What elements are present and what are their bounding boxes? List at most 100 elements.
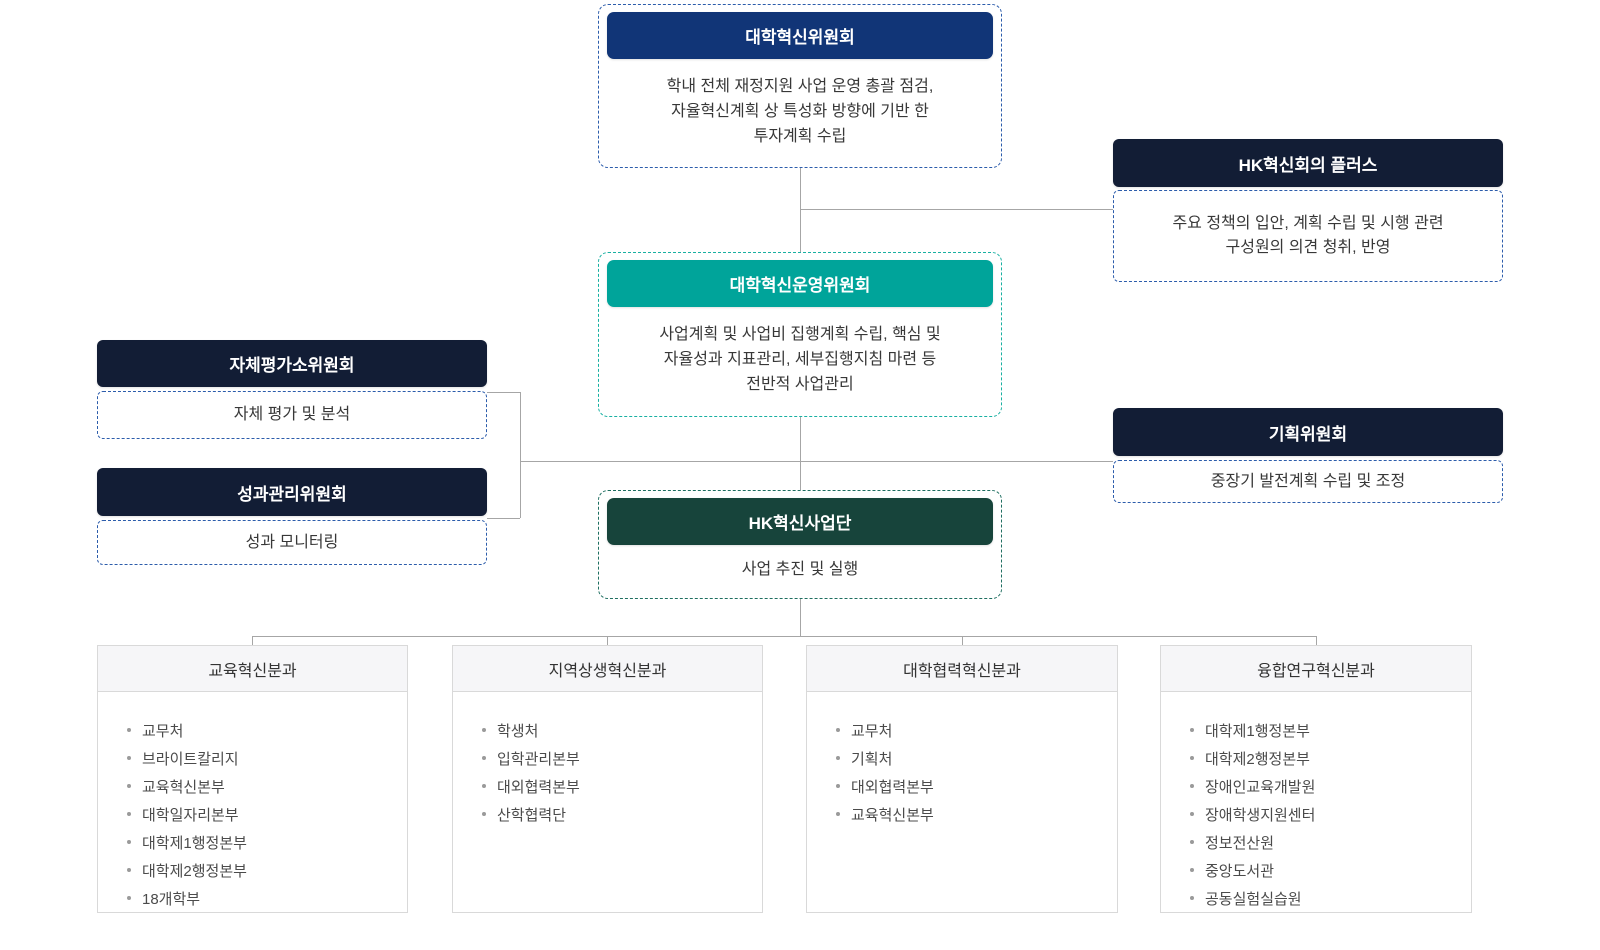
list-item: 중앙도서관	[1190, 856, 1461, 884]
connector-line	[487, 518, 520, 519]
bullet-icon	[836, 784, 840, 788]
box-description: 사업계획 및 사업비 집행계획 수립, 핵심 및 자율성과 지표관리, 세부집행…	[659, 326, 941, 393]
box-description: 중장기 발전계획 수립 및 조정	[1113, 460, 1503, 503]
box-header: 자체평가소위원회	[97, 340, 487, 387]
bullet-icon	[1190, 784, 1194, 788]
connector-line	[1316, 636, 1317, 645]
bullet-icon	[127, 728, 131, 732]
panel-title: 교육혁신분과	[98, 646, 407, 692]
box-header: HK혁신사업단	[607, 498, 993, 545]
list-item-label: 기획처	[851, 750, 893, 768]
bullet-icon	[1190, 840, 1194, 844]
connector-line	[520, 461, 1113, 462]
panel-title: 지역상생혁신분과	[453, 646, 762, 692]
bullet-icon	[127, 756, 131, 760]
list-item: 기획처	[836, 744, 1107, 772]
connector-line	[252, 636, 253, 645]
list-item: 장애학생지원센터	[1190, 800, 1461, 828]
list-item: 학생처	[482, 716, 752, 744]
connector-line	[607, 636, 608, 645]
hk-innovation-council-plus-box: HK혁신회의 플러스 주요 정책의 입안, 계획 수립 및 시행 관련 구성원의…	[1113, 139, 1503, 282]
list-item: 교육혁신본부	[127, 772, 397, 800]
list-item-label: 중앙도서관	[1205, 862, 1275, 880]
list-item-label: 대학제2행정본부	[142, 862, 247, 880]
list-item-label: 교무처	[851, 722, 893, 740]
connector-line	[252, 636, 1316, 637]
bullet-icon	[1190, 896, 1194, 900]
list-item-label: 교육혁신본부	[851, 806, 934, 824]
list-item-label: 브라이트칼리지	[142, 750, 239, 768]
connector-line	[800, 209, 1113, 210]
list-item: 대학일자리본부	[127, 800, 397, 828]
list-item: 대학제1행정본부	[127, 828, 397, 856]
bullet-icon	[1190, 756, 1194, 760]
list-item-label: 교육혁신본부	[142, 778, 225, 796]
connector-line	[800, 599, 801, 636]
list-item: 교육혁신본부	[836, 800, 1107, 828]
box-title: 자체평가소위원회	[229, 356, 355, 375]
box-description: 자체 평가 및 분석	[97, 391, 487, 439]
connector-line	[800, 417, 801, 490]
panel-title: 대학협력혁신분과	[807, 646, 1117, 692]
box-description: 학내 전체 재정지원 사업 운영 총괄 점검, 자율혁신계획 상 특성화 방향에…	[666, 77, 934, 145]
list-item-label: 대학제1행정본부	[1205, 722, 1310, 740]
box-title: 대학혁신위원회	[745, 28, 855, 47]
self-evaluation-subcommittee-box: 자체평가소위원회 자체 평가 및 분석	[97, 340, 487, 439]
list-item-label: 장애인교육개발원	[1205, 778, 1316, 796]
list-item-label: 대학제2행정본부	[1205, 750, 1310, 768]
box-description: 주요 정책의 입안, 계획 수립 및 시행 관련 구성원의 의견 청취, 반영	[1113, 190, 1503, 282]
list-item: 대학제2행정본부	[127, 856, 397, 884]
list-item: 공동실험실습원	[1190, 884, 1461, 912]
panel-title: 융합연구혁신분과	[1161, 646, 1471, 692]
list-item: 대외협력본부	[482, 772, 752, 800]
list-item: 대학제2행정본부	[1190, 744, 1461, 772]
box-header: 대학혁신운영위원회	[607, 260, 993, 307]
list-item: 정보전산원	[1190, 828, 1461, 856]
box-header: 대학혁신위원회	[607, 12, 993, 59]
box-title: HK혁신사업단	[748, 514, 852, 533]
connector-line	[962, 636, 963, 645]
bullet-icon	[127, 784, 131, 788]
bullet-icon	[482, 756, 486, 760]
planning-committee-box: 기획위원회 중장기 발전계획 수립 및 조정	[1113, 408, 1503, 503]
bullet-icon	[836, 728, 840, 732]
bullet-icon	[836, 812, 840, 816]
performance-management-committee-box: 성과관리위원회 성과 모니터링	[97, 468, 487, 565]
list-item-label: 대외협력본부	[851, 778, 934, 796]
list-item-label: 대학일자리본부	[142, 806, 239, 824]
hk-innovation-task-force-box: HK혁신사업단 사업 추진 및 실행	[598, 490, 1002, 599]
list-item: 장애인교육개발원	[1190, 772, 1461, 800]
box-title: 대학혁신운영위원회	[729, 276, 871, 295]
bullet-icon	[1190, 812, 1194, 816]
list-item-label: 산학협력단	[497, 806, 567, 824]
list-item: 산학협력단	[482, 800, 752, 828]
box-description: 사업 추진 및 실행	[741, 560, 859, 578]
list-item-label: 입학관리본부	[497, 750, 580, 768]
bullet-icon	[1190, 728, 1194, 732]
bullet-icon	[836, 756, 840, 760]
list-item-label: 대학제1행정본부	[142, 834, 247, 852]
bullet-icon	[1190, 868, 1194, 872]
list-item-label: 학생처	[497, 722, 539, 740]
box-header: HK혁신회의 플러스	[1113, 139, 1503, 187]
university-innovation-committee-box: 대학혁신위원회 학내 전체 재정지원 사업 운영 총괄 점검, 자율혁신계획 상…	[598, 4, 1002, 168]
list-item: 대학제1행정본부	[1190, 716, 1461, 744]
list-item: 대외협력본부	[836, 772, 1107, 800]
list-item-label: 대외협력본부	[497, 778, 580, 796]
box-header: 성과관리위원회	[97, 468, 487, 516]
list-item: 교무처	[836, 716, 1107, 744]
list-item-label: 정보전산원	[1205, 834, 1275, 852]
connector-line	[800, 168, 801, 252]
list-item: 18개학부	[127, 884, 397, 912]
list-item: 브라이트칼리지	[127, 744, 397, 772]
list-item-label: 장애학생지원센터	[1205, 806, 1316, 824]
university-innovation-operating-committee-box: 대학혁신운영위원회 사업계획 및 사업비 집행계획 수립, 핵심 및 자율성과 …	[598, 252, 1002, 417]
connector-line	[520, 392, 521, 518]
